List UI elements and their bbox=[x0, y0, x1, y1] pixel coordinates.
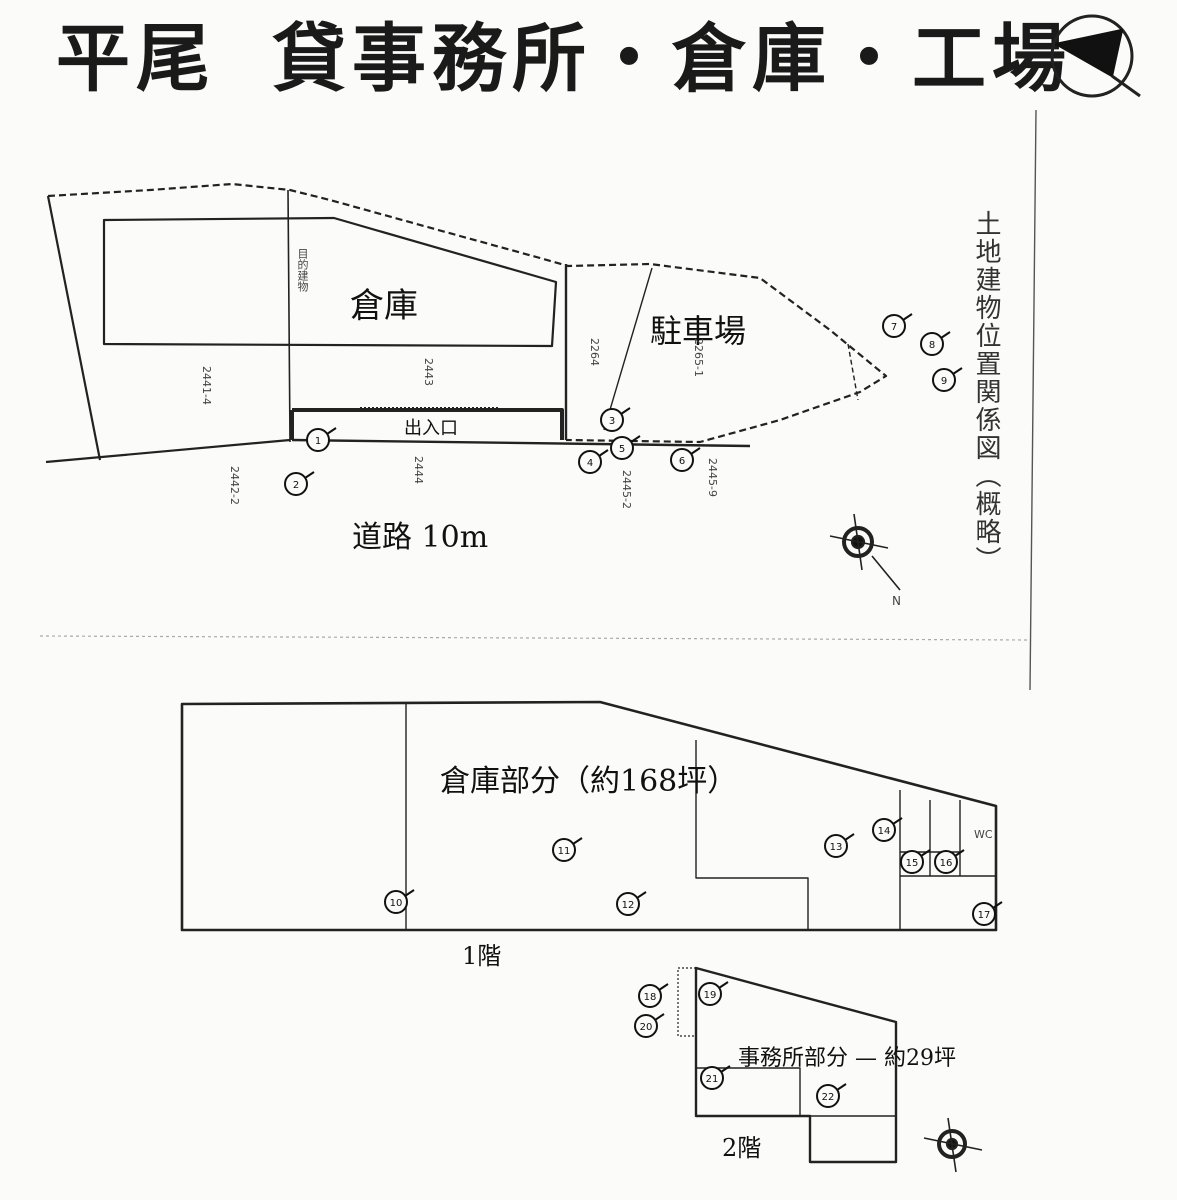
photo-marker: 22 bbox=[816, 1083, 847, 1108]
photo-marker-number: 13 bbox=[830, 842, 843, 853]
photo-marker-number: 18 bbox=[644, 992, 657, 1003]
road-edge-left bbox=[45, 438, 291, 464]
floor1-service-rooms bbox=[899, 790, 996, 930]
photo-marker-number: 3 bbox=[609, 416, 615, 427]
photo-marker-number: 19 bbox=[704, 990, 717, 1001]
page-title: 平尾貸事務所・倉庫・工場 bbox=[56, 22, 1072, 96]
photo-marker: 19 bbox=[698, 981, 729, 1006]
photo-marker-number: 11 bbox=[558, 846, 571, 857]
floor1-inner-room bbox=[695, 740, 809, 930]
parking-label: 駐車場 bbox=[650, 312, 747, 350]
warehouse-footprint bbox=[102, 216, 558, 348]
photo-marker: 9 bbox=[932, 367, 963, 392]
photo-marker: 3 bbox=[600, 407, 631, 432]
building-wall bbox=[292, 408, 564, 440]
photo-marker: 1 bbox=[306, 427, 337, 452]
photo-marker-number: 17 bbox=[978, 910, 991, 921]
parcel-line-2 bbox=[603, 267, 653, 431]
parcel-number: 2443 bbox=[422, 358, 435, 386]
parcel-number: 2444 bbox=[412, 456, 425, 484]
photo-marker-number: 21 bbox=[706, 1074, 719, 1085]
photo-marker: 12 bbox=[616, 891, 647, 916]
floor2-label: 2階 bbox=[722, 1134, 762, 1162]
photo-marker: 2 bbox=[284, 471, 315, 496]
floor2-stairs bbox=[677, 967, 697, 1037]
photo-marker: 21 bbox=[700, 1065, 731, 1090]
parcel-number: 2442-2 bbox=[228, 466, 241, 505]
parcel-number: 2445-9 bbox=[706, 458, 719, 497]
site-boundary bbox=[47, 182, 888, 444]
floor2-rooms bbox=[696, 1067, 896, 1117]
floor2-office-label: 事務所部分 — 約29坪 bbox=[738, 1046, 956, 1071]
photo-marker-number: 6 bbox=[679, 456, 685, 467]
entrance-label: 出入口 bbox=[404, 418, 458, 439]
floor2-outline bbox=[694, 966, 898, 1164]
photo-marker: 17 bbox=[972, 901, 1003, 926]
photo-marker: 4 bbox=[578, 449, 609, 474]
photo-marker-number: 12 bbox=[622, 900, 635, 911]
photo-marker: 14 bbox=[872, 817, 903, 842]
warehouse-label: 倉庫 bbox=[350, 286, 418, 326]
floor1-warehouse-label: 倉庫部分（約168坪） bbox=[440, 764, 738, 799]
parcel-number: 2445-2 bbox=[620, 470, 633, 509]
photo-marker: 18 bbox=[638, 983, 669, 1008]
photo-marker: 16 bbox=[934, 849, 965, 874]
photo-marker: 8 bbox=[920, 331, 951, 356]
title-property-type: 貸事務所・倉庫・工場 bbox=[272, 16, 1072, 102]
photo-marker-number: 7 bbox=[891, 322, 897, 333]
floor1-label: 1階 bbox=[462, 942, 502, 970]
wc-label: WC bbox=[974, 828, 993, 841]
map-caption: 土地建物位置関係図（概略） bbox=[971, 210, 1001, 574]
photo-marker-number: 10 bbox=[390, 898, 403, 909]
photo-marker: 15 bbox=[900, 849, 931, 874]
title-location: 平尾 bbox=[56, 16, 216, 102]
site-compass-icon bbox=[829, 513, 901, 591]
photo-marker: 11 bbox=[552, 837, 583, 862]
photo-marker: 20 bbox=[634, 1013, 665, 1038]
building-label: 目的建物 bbox=[296, 248, 309, 292]
photo-marker-number: 2 bbox=[293, 480, 299, 491]
photo-marker-number: 1 bbox=[315, 436, 321, 447]
section-divider bbox=[39, 635, 1031, 641]
photo-marker: 5 bbox=[610, 435, 641, 460]
photo-marker-number: 15 bbox=[906, 858, 919, 869]
photo-marker: 6 bbox=[670, 447, 701, 472]
road-edge bbox=[291, 438, 751, 448]
photo-marker-number: 4 bbox=[587, 458, 593, 469]
photo-marker-number: 9 bbox=[941, 376, 947, 387]
right-margin-line bbox=[1029, 109, 1037, 691]
photo-marker-number: 16 bbox=[940, 858, 953, 869]
parcel-number: 2441-4 bbox=[200, 366, 213, 405]
photo-marker: 10 bbox=[384, 889, 415, 914]
photo-marker: 7 bbox=[882, 313, 913, 338]
photo-marker-number: 5 bbox=[619, 444, 625, 455]
floor2-compass-icon bbox=[923, 1117, 983, 1173]
photo-marker-number: 20 bbox=[640, 1022, 653, 1033]
photo-marker-number: 8 bbox=[929, 340, 935, 351]
parcel-number: 2265-1 bbox=[692, 338, 705, 377]
parcel-line-3 bbox=[847, 343, 859, 401]
parcel-number: 2264 bbox=[588, 338, 601, 366]
photo-marker: 13 bbox=[824, 833, 855, 858]
floor1-outline bbox=[180, 700, 998, 932]
photo-marker-number: 14 bbox=[878, 826, 891, 837]
boundary-line bbox=[46, 195, 102, 461]
compass-letter: N bbox=[892, 594, 901, 608]
road-label: 道路 10m bbox=[352, 520, 489, 555]
parcel-line bbox=[287, 189, 291, 443]
photo-marker-number: 22 bbox=[822, 1092, 835, 1103]
title-compass-icon bbox=[1050, 14, 1141, 98]
